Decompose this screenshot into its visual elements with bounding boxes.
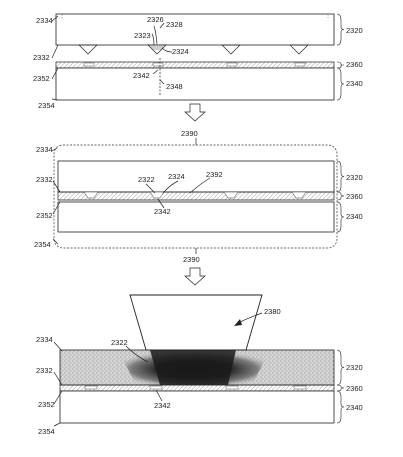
- bond-layer: [55, 61, 335, 69]
- label-2334: 2334: [36, 145, 53, 154]
- stage-1-before-bonding: 2334 2326 2328 2323 2324 2320 2332 2360 …: [33, 13, 363, 110]
- bump: [78, 44, 98, 55]
- label-2354: 2354: [38, 427, 55, 436]
- bottom-substrate: [57, 201, 335, 233]
- bond-layer: [59, 384, 335, 392]
- bump-array-top: [78, 44, 309, 55]
- label-2323: 2323: [134, 31, 151, 40]
- label-2352: 2352: [36, 211, 53, 220]
- label-2354: 2354: [34, 240, 51, 249]
- label-2332: 2332: [36, 366, 53, 375]
- label-2342: 2342: [154, 401, 171, 410]
- label-2352: 2352: [33, 74, 50, 83]
- label-2326: 2326: [147, 15, 164, 24]
- bump: [147, 44, 167, 55]
- label-2340: 2340: [346, 403, 363, 412]
- label-2390: 2390: [181, 129, 198, 138]
- label-2360: 2360: [346, 384, 363, 393]
- stage-3-laser: 2380 2334 2322 2320 2332 2360 2352 2342 …: [36, 294, 363, 436]
- bump: [221, 44, 241, 55]
- label-2340: 2340: [346, 79, 363, 88]
- process-arrow-icon: [184, 103, 206, 122]
- label-2342: 2342: [154, 207, 171, 216]
- label-2342: 2342: [133, 71, 150, 80]
- label-2322: 2322: [111, 338, 128, 347]
- label-2328: 2328: [166, 20, 183, 29]
- process-arrow-icon: [184, 267, 206, 286]
- bump: [289, 44, 309, 55]
- label-2334: 2334: [36, 16, 53, 25]
- label-2348: 2348: [166, 82, 183, 91]
- label-2320: 2320: [346, 26, 363, 35]
- bottom-substrate: [55, 67, 335, 101]
- label-2334: 2334: [36, 335, 53, 344]
- label-2380: 2380: [264, 307, 281, 316]
- label-2332: 2332: [33, 53, 50, 62]
- label-2332: 2332: [36, 175, 53, 184]
- label-2392: 2392: [206, 170, 223, 179]
- top-substrate: [57, 160, 335, 193]
- stage-2-heating: 2390 2334 2332 2322 2324 2392 2320 2360 …: [34, 129, 363, 264]
- laser-beam: [129, 294, 263, 351]
- label-2320: 2320: [346, 363, 363, 372]
- label-2360: 2360: [346, 60, 363, 69]
- label-2354: 2354: [38, 101, 55, 110]
- label-2324: 2324: [172, 47, 189, 56]
- label-2340: 2340: [346, 212, 363, 221]
- label-2320: 2320: [346, 173, 363, 182]
- top-substrate: [55, 13, 335, 46]
- label-2390-bottom: 2390: [183, 255, 200, 264]
- label-2360: 2360: [346, 192, 363, 201]
- label-2352: 2352: [38, 400, 55, 409]
- label-2322: 2322: [138, 175, 155, 184]
- label-2324: 2324: [168, 172, 185, 181]
- bottom-substrate: [59, 390, 335, 424]
- bump-array-bonded: [83, 191, 307, 199]
